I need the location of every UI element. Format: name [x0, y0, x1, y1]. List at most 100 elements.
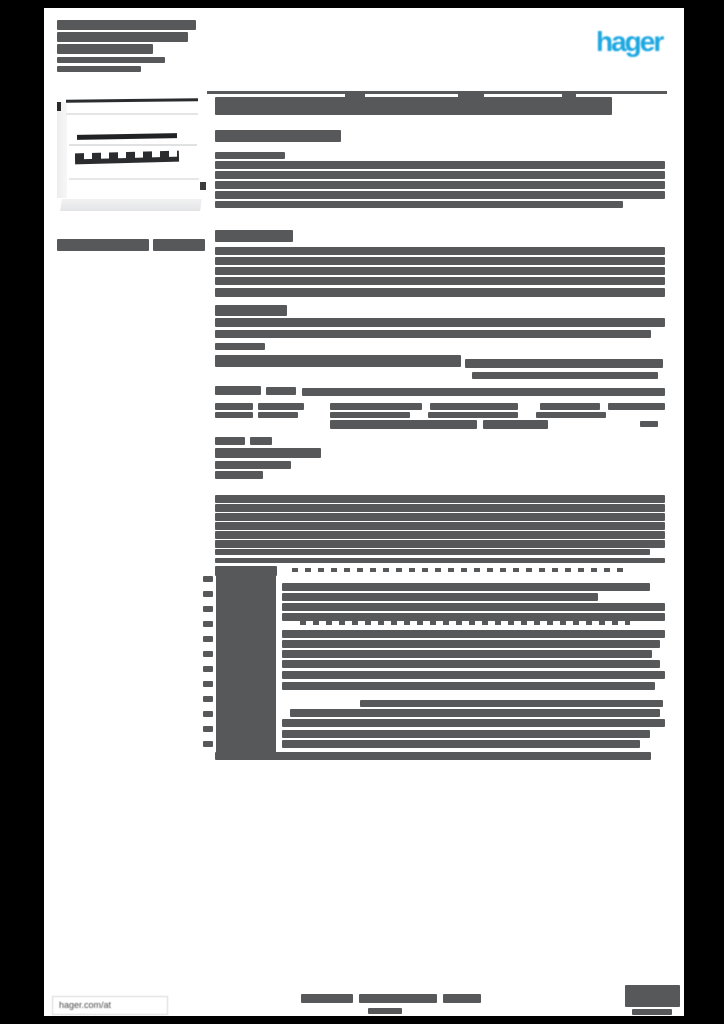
redacted-text-line	[215, 288, 665, 297]
redacted-text-line	[428, 412, 518, 418]
redacted-text-line	[203, 741, 213, 747]
redacted-text-line	[640, 421, 658, 427]
redacted-text-line	[330, 420, 477, 429]
photo-edge-detail	[200, 182, 206, 190]
redacted-text-line	[282, 660, 660, 668]
redacted-text-line	[302, 388, 665, 396]
redacted-text-line	[203, 591, 213, 597]
redacted-dotted-leader	[300, 621, 630, 625]
redacted-text-line	[465, 359, 663, 368]
redacted-text-line	[282, 650, 652, 658]
redacted-text-line	[258, 412, 298, 418]
redacted-text-line	[215, 403, 253, 410]
redacted-text-line	[632, 1009, 672, 1015]
redacted-text-line	[215, 330, 651, 338]
redacted-text-line	[215, 531, 665, 539]
redacted-text-line	[472, 372, 658, 379]
redacted-text-line	[282, 719, 665, 727]
redacted-text-line	[153, 239, 205, 251]
redacted-text-line	[57, 66, 141, 72]
redacted-text-line	[203, 696, 213, 702]
photo-panel-line	[69, 144, 197, 146]
redacted-text-line	[360, 700, 663, 707]
redacted-text-line	[182, 20, 195, 27]
redacted-text-line	[215, 558, 665, 563]
redacted-text-line	[215, 343, 265, 350]
redacted-text-line	[203, 681, 213, 687]
redacted-text-line	[215, 161, 665, 169]
redacted-text-line	[290, 709, 660, 717]
redacted-text-line	[368, 1008, 402, 1014]
redacted-text-line	[282, 640, 660, 648]
redacted-text-line	[458, 91, 484, 98]
redacted-text-line	[215, 513, 665, 521]
redacted-text-line	[215, 504, 665, 512]
redacted-text-line	[215, 355, 461, 367]
photo-left-flange	[57, 102, 67, 198]
redacted-text-line	[282, 630, 665, 638]
redacted-dotted-leader	[292, 568, 630, 572]
redacted-text-line	[330, 403, 422, 410]
redacted-text-line	[562, 91, 576, 98]
redacted-text-line	[282, 740, 640, 748]
redacted-text-line	[203, 711, 213, 717]
redacted-text-line	[57, 44, 153, 54]
hager-logo[interactable]: hager	[596, 26, 664, 57]
redacted-text-line	[282, 583, 650, 591]
redacted-text-line	[215, 201, 623, 208]
redacted-text-line	[215, 471, 263, 479]
redacted-text-line	[536, 412, 606, 418]
redacted-text-line	[430, 403, 518, 410]
redacted-text-line	[215, 752, 651, 760]
redacted-text-line	[443, 994, 481, 1003]
redacted-text-line	[215, 318, 665, 327]
website-link[interactable]: hager.com/at	[52, 996, 168, 1015]
photo-clip-row	[74, 150, 180, 167]
redacted-text-line	[203, 651, 213, 657]
redacted-text-line	[215, 257, 665, 265]
redacted-text-line	[215, 247, 665, 255]
photo-panel-line	[66, 113, 198, 115]
redacted-text-line	[215, 461, 291, 469]
redacted-text-line	[215, 549, 650, 555]
redacted-text-line	[203, 726, 213, 732]
redacted-text-line	[282, 603, 665, 611]
photo-edge-detail	[57, 102, 61, 111]
redacted-label-column	[216, 568, 276, 752]
redacted-text-line	[215, 130, 341, 142]
redacted-text-line	[57, 20, 196, 30]
redacted-text-line	[57, 57, 165, 63]
redacted-text-line	[215, 191, 665, 199]
redacted-text-line	[203, 636, 213, 642]
redacted-text-line	[215, 522, 665, 530]
redacted-text-line	[215, 267, 665, 275]
redacted-text-line	[282, 593, 598, 601]
redacted-text-line	[345, 91, 365, 98]
redacted-text-line	[282, 730, 650, 738]
redacted-text-line	[215, 448, 321, 458]
redacted-text-line	[57, 239, 149, 251]
redacted-text-line	[215, 412, 253, 418]
photo-top-edge	[65, 98, 199, 103]
redacted-text-line	[203, 606, 213, 612]
redacted-text-line	[258, 403, 304, 410]
redacted-text-line	[483, 420, 548, 429]
redacted-text-line	[301, 994, 353, 1003]
redacted-text-line	[608, 403, 665, 410]
redacted-text-line	[266, 387, 296, 395]
redacted-text-line	[215, 437, 245, 445]
redacted-text-line	[215, 97, 612, 115]
redacted-text-line	[57, 32, 188, 42]
redacted-text-line	[215, 181, 665, 189]
redacted-text-line	[625, 985, 680, 1007]
redacted-text-line	[203, 666, 213, 672]
redacted-text-line	[330, 412, 410, 418]
redacted-text-line	[282, 613, 665, 621]
redacted-text-line	[203, 576, 213, 582]
redacted-text-line	[250, 437, 272, 445]
redacted-text-line	[215, 277, 665, 285]
trunking-product-photo	[57, 86, 207, 215]
redacted-text-line	[215, 540, 665, 548]
redacted-text-line	[215, 152, 285, 159]
